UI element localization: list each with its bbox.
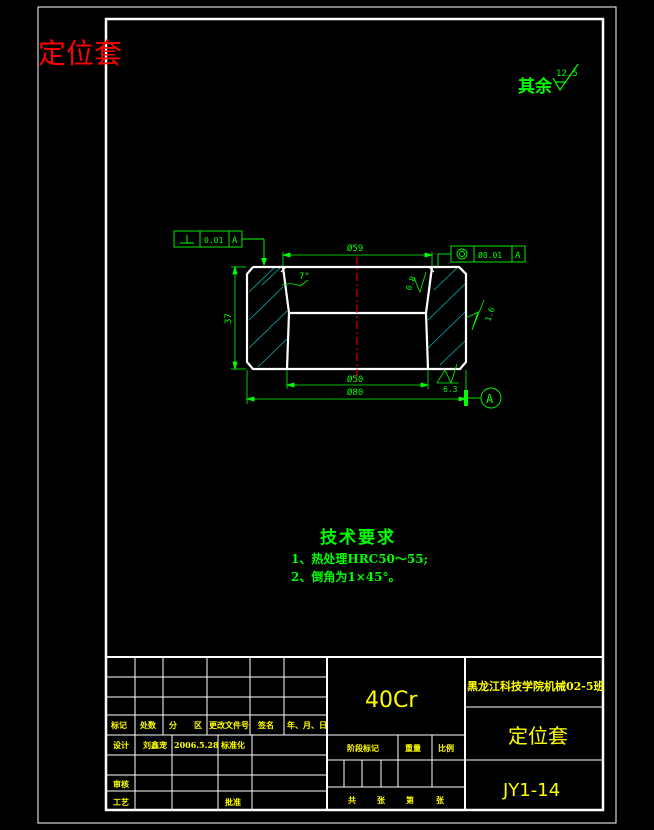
flatness-datum: A	[232, 236, 238, 246]
tb-scale: 比例	[438, 743, 454, 753]
outer-frame	[37, 6, 617, 824]
tb-design: 设计	[113, 740, 129, 750]
bore-chamfer	[280, 266, 435, 273]
tb-date: 年、月、日	[287, 720, 327, 730]
tb-mark: 标记	[110, 720, 127, 730]
part-outline	[245, 265, 468, 371]
drawing-number: JY1-14	[502, 780, 560, 801]
runout-value: Ø0.01	[478, 250, 502, 260]
tb-process: 工艺	[113, 797, 129, 807]
tech-req-item-2: 2、倒角为1×45°。	[291, 569, 400, 584]
tech-req-title: 技术要求	[320, 527, 396, 548]
roughness-0-8-label: 0.8	[404, 275, 417, 292]
dim-taper-angle	[281, 279, 309, 287]
roughness-6-3-label: 6.3	[443, 385, 458, 394]
tb-sheet-unit: 张	[377, 795, 386, 805]
dim-inner-diameter	[285, 370, 430, 389]
part-name-title: 定位套	[508, 724, 568, 748]
tb-zone-a: 分	[169, 720, 177, 730]
roughness-0-8-icon	[413, 271, 427, 294]
taper-angle-label: 7°	[299, 272, 310, 282]
tb-total: 共	[348, 795, 356, 805]
material-label: 40Cr	[365, 688, 418, 713]
flatness-icon	[180, 235, 194, 244]
tb-approve: 批准	[225, 797, 241, 807]
top-diameter-label: Ø59	[347, 243, 363, 254]
roughness-symbol-icon	[552, 63, 579, 92]
title-block-lines	[106, 656, 603, 810]
height-label: 37	[224, 313, 234, 324]
inner-frame	[104, 17, 605, 812]
outer-diameter-label: Ø80	[347, 387, 363, 398]
tb-weight: 重量	[405, 743, 421, 753]
dim-height	[231, 265, 246, 371]
roughness-6-3-icon	[436, 363, 459, 385]
tb-zone-b: 区	[194, 720, 202, 730]
surface-finish-prefix: 其余	[518, 76, 553, 97]
dim-top-diameter	[281, 252, 434, 266]
section-hatch-right	[427, 266, 467, 366]
surface-finish-value: 12.5	[556, 69, 578, 79]
runout-datum: A	[515, 251, 521, 261]
tb-designer: 刘鑫宠	[143, 740, 167, 750]
tb-stage-mark: 阶段标记	[347, 743, 379, 753]
concentricity-icon	[456, 248, 468, 260]
tb-design-date: 2006.5.28	[174, 740, 219, 750]
tb-nth: 第	[406, 795, 414, 805]
roughness-1-6-label: 1.6	[483, 306, 496, 323]
datum-label: A	[486, 392, 494, 406]
part-name-label: 定位套	[38, 37, 122, 70]
tb-review: 审核	[113, 779, 129, 789]
tb-count: 处数	[139, 720, 157, 730]
tech-req-item-1: 1、热处理HRC50～55;	[291, 551, 428, 566]
runout-frame	[437, 245, 526, 266]
tb-change-doc: 更改文件号	[209, 720, 249, 730]
roughness-1-6-icon	[465, 299, 485, 331]
tb-sheet-unit2: 张	[436, 795, 445, 805]
tb-signature: 签名	[257, 720, 274, 730]
datum-symbol	[464, 387, 502, 409]
inner-diameter-label: Ø50	[347, 374, 363, 385]
flatness-frame	[173, 230, 265, 262]
flatness-value: 0.01	[204, 236, 223, 245]
tb-standardize: 标准化	[220, 740, 245, 750]
institution-label: 黑龙江科技学院机械02-5班	[467, 679, 605, 693]
flatness-leader-arrow-icon	[261, 258, 267, 266]
section-hatch-left	[248, 265, 288, 368]
